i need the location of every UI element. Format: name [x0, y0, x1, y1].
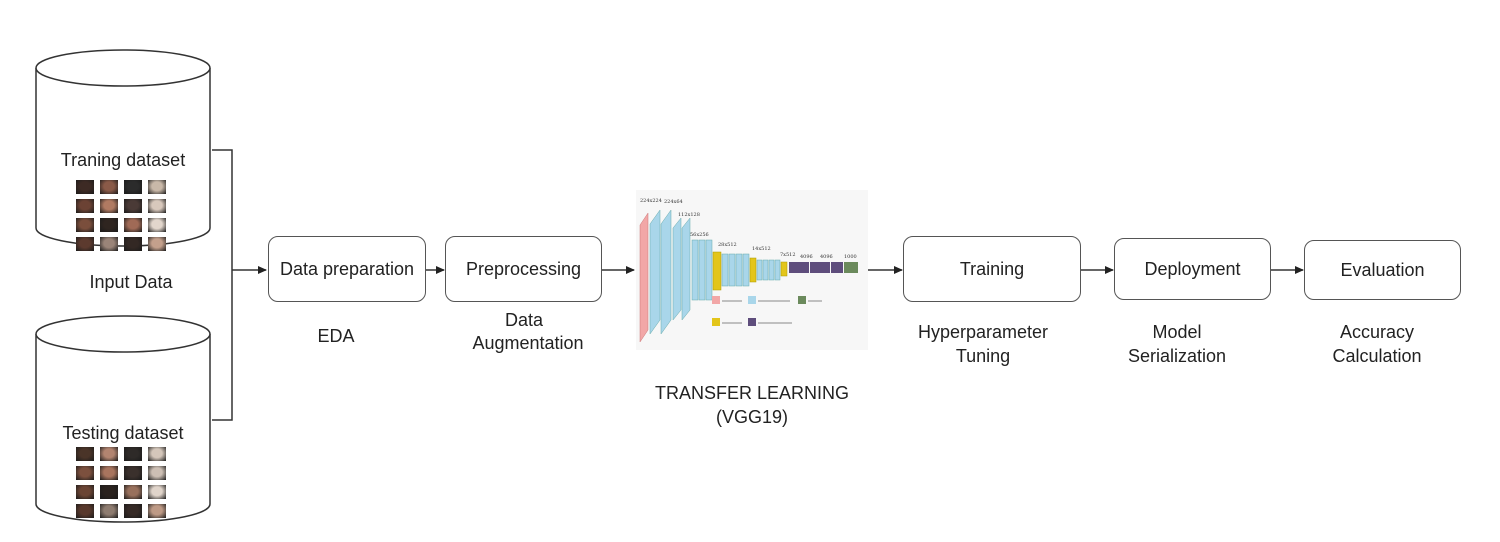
testing-face-thumbnail — [76, 504, 94, 518]
testing-face-thumbnail — [100, 447, 118, 461]
training-dataset-title: Traning dataset — [60, 150, 186, 170]
svg-text:224x64: 224x64 — [664, 199, 683, 205]
accuracy-caption-line1: Accuracy — [1339, 322, 1415, 342]
svg-text:4096: 4096 — [820, 254, 833, 260]
svg-text:1000: 1000 — [844, 254, 857, 260]
data-augmentation-caption-line1: Data — [504, 310, 544, 330]
training-face-thumbnail — [76, 237, 94, 251]
svg-text:7x512: 7x512 — [780, 252, 796, 258]
training-face-thumbnail — [124, 237, 142, 251]
testing-face-thumbnail — [124, 485, 142, 499]
testing-face-thumbnail — [100, 466, 118, 480]
deployment-node: Deployment — [1114, 238, 1271, 300]
testing-face-thumbnail — [76, 447, 94, 461]
testing-face-thumbnail — [124, 447, 142, 461]
testing-face-thumbnail — [148, 485, 166, 499]
training-node: Training — [903, 236, 1081, 302]
training-face-thumbnail — [100, 180, 118, 194]
testing-face-thumbnail — [76, 485, 94, 499]
testing-face-thumbnail — [148, 466, 166, 480]
training-face-thumbnail — [148, 180, 166, 194]
training-face-thumbnail — [100, 218, 118, 232]
testing-face-thumbnail — [148, 504, 166, 518]
testing-face-thumbnail — [124, 466, 142, 480]
training-face-thumbnail — [148, 218, 166, 232]
training-face-thumbnail — [124, 180, 142, 194]
svg-text:112x128: 112x128 — [678, 212, 700, 218]
testing-dataset-title: Testing dataset — [62, 423, 184, 443]
hyperparameter-caption-line2: Tuning — [955, 346, 1011, 366]
preprocessing-node: Preprocessing — [445, 236, 602, 302]
svg-text:28x512: 28x512 — [718, 242, 737, 248]
testing-face-thumbnail — [100, 504, 118, 518]
svg-text:14x512: 14x512 — [752, 246, 771, 252]
svg-text:224x224: 224x224 — [640, 198, 662, 204]
training-face-thumbnail — [76, 199, 94, 213]
svg-text:56x256: 56x256 — [690, 232, 709, 238]
dataset-join-connector — [212, 149, 267, 421]
training-label: Training — [959, 259, 1025, 279]
data-preparation-node: Data preparation — [268, 236, 426, 302]
training-face-thumbnail — [148, 199, 166, 213]
training-face-thumbnail — [76, 218, 94, 232]
training-face-thumbnail — [76, 180, 94, 194]
testing-thumbnails — [76, 447, 166, 518]
evaluation-label: Evaluation — [1340, 260, 1425, 280]
preprocessing-label: Preprocessing — [465, 259, 582, 279]
training-face-thumbnail — [100, 237, 118, 251]
training-face-thumbnail — [124, 199, 142, 213]
training-face-thumbnail — [148, 237, 166, 251]
training-thumbnails — [76, 180, 166, 251]
transfer-learning-caption-line2: (VGG19) — [715, 407, 789, 427]
testing-face-thumbnail — [148, 447, 166, 461]
data-augmentation-caption-line2: Augmentation — [472, 333, 584, 353]
testing-face-thumbnail — [100, 485, 118, 499]
serialization-caption-line1: Model — [1152, 322, 1202, 342]
training-face-thumbnail — [124, 218, 142, 232]
input-data-label: Input Data — [89, 272, 173, 292]
evaluation-node: Evaluation — [1304, 240, 1461, 300]
deployment-label: Deployment — [1144, 259, 1241, 279]
testing-face-thumbnail — [76, 466, 94, 480]
svg-text:4096: 4096 — [800, 254, 813, 260]
transfer-learning-caption-line1: TRANSFER LEARNING — [654, 383, 850, 403]
eda-caption: EDA — [317, 326, 355, 346]
testing-face-thumbnail — [124, 504, 142, 518]
data-preparation-label: Data preparation — [279, 259, 415, 279]
hyperparameter-caption-line1: Hyperparameter — [917, 322, 1049, 342]
serialization-caption-line2: Serialization — [1127, 346, 1227, 366]
training-face-thumbnail — [100, 199, 118, 213]
vgg19-architecture-image: 224x224 224x64 112x128 56x256 28x512 14x… — [636, 190, 868, 350]
accuracy-caption-line2: Calculation — [1332, 346, 1422, 366]
